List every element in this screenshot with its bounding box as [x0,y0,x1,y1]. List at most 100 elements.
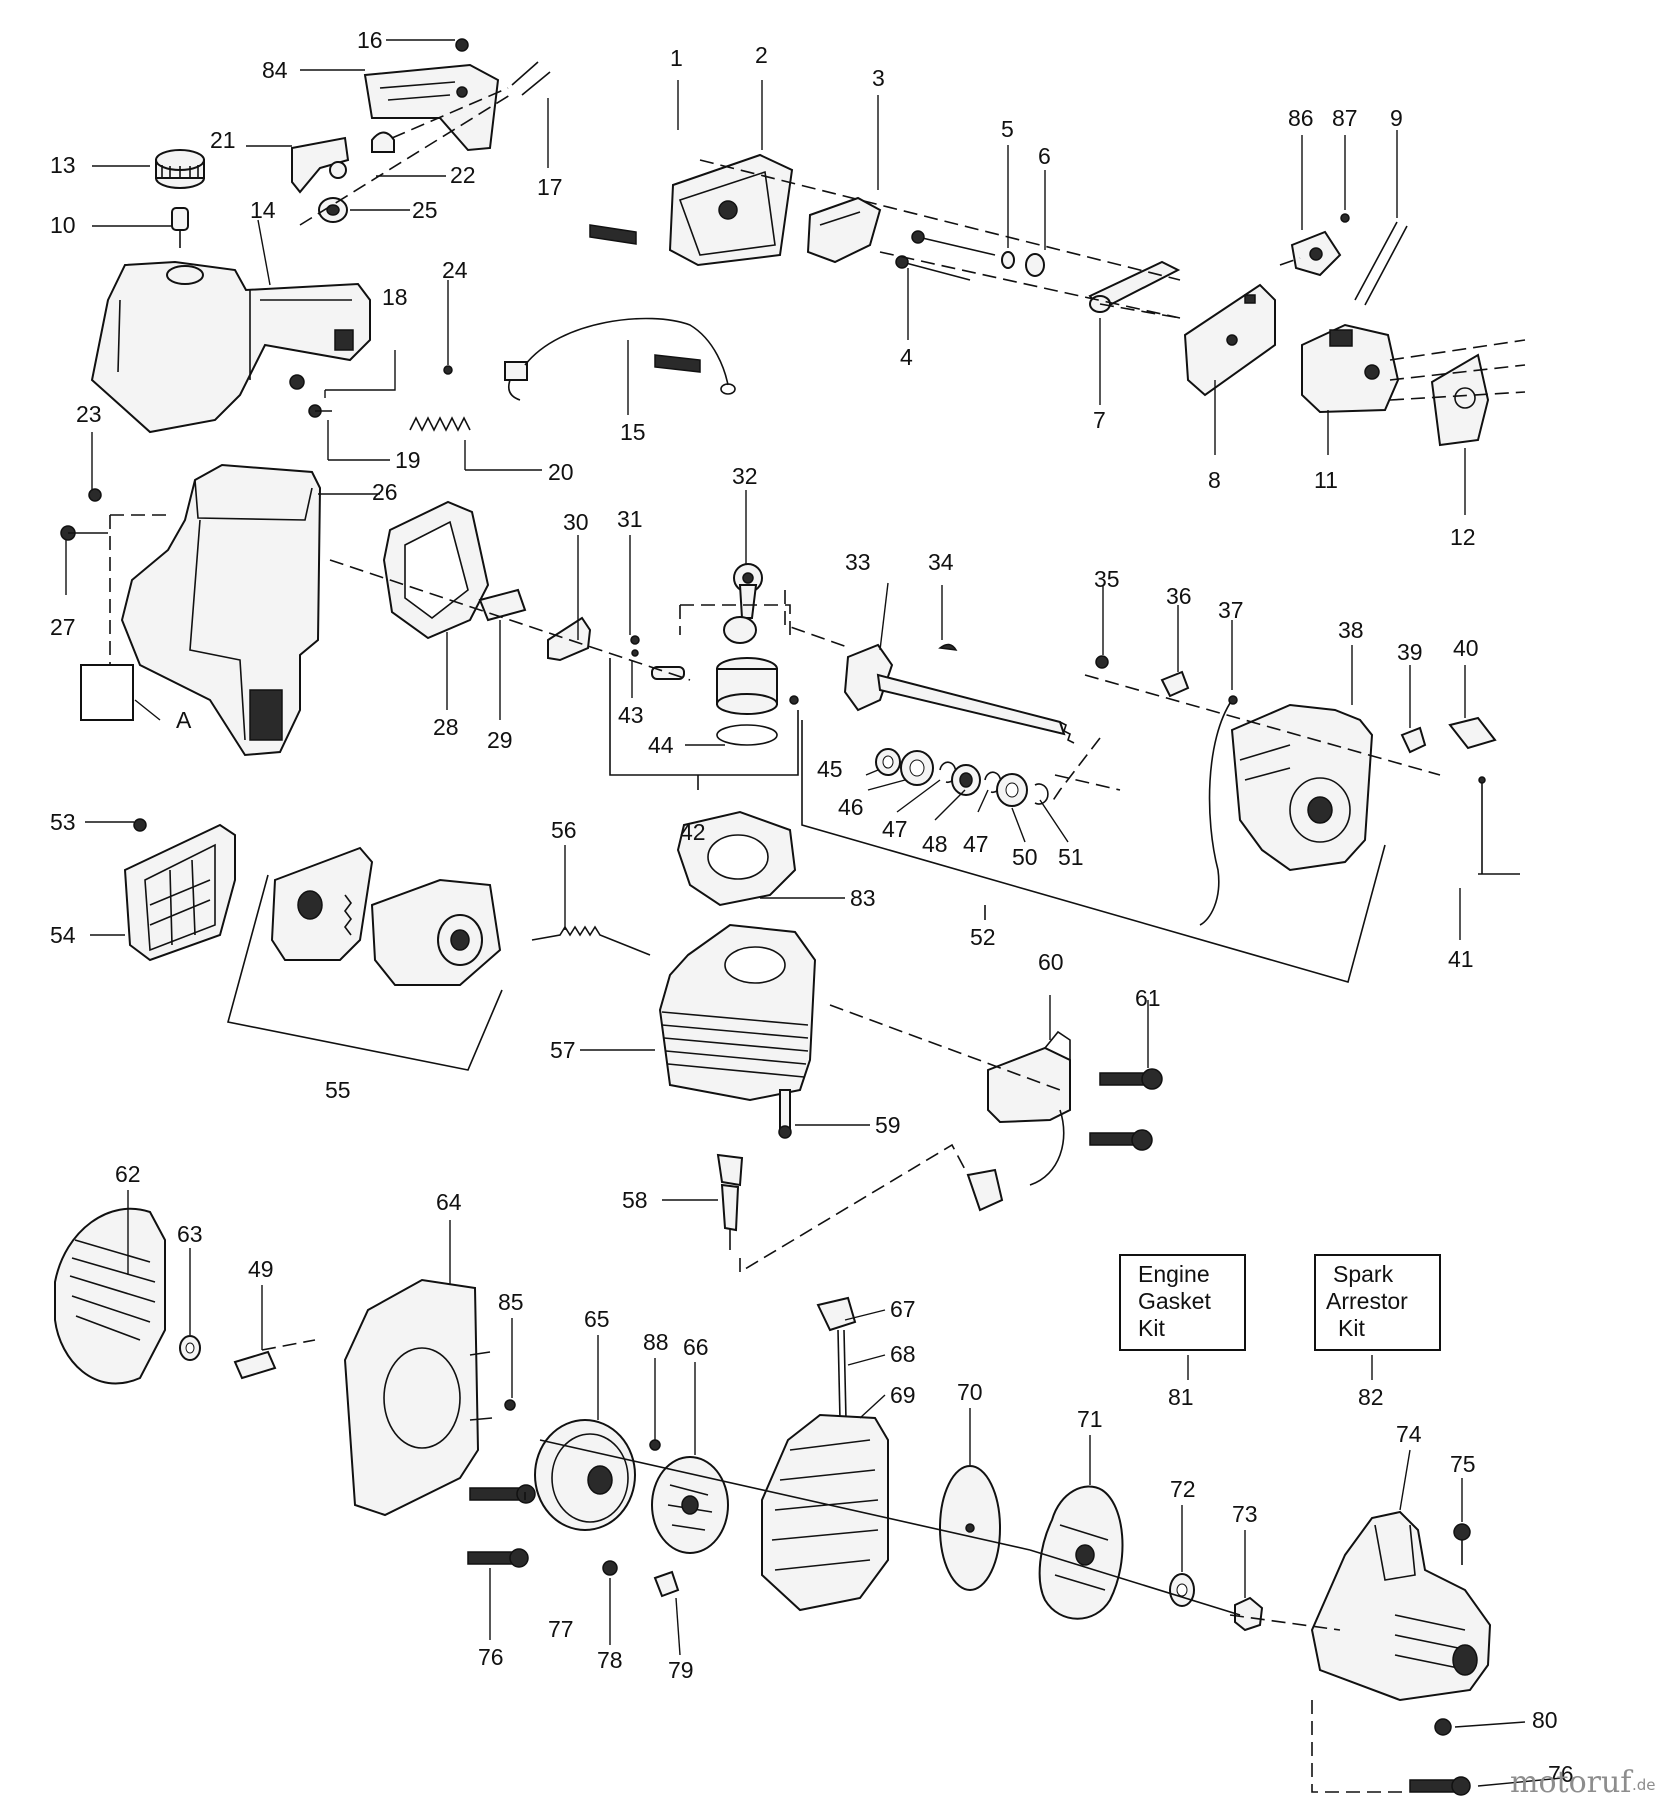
part-85-screw [504,1399,516,1411]
label-23: 23 [76,401,102,427]
label-81: 81 [1168,1384,1194,1410]
label-54: 54 [50,922,76,948]
label-57: 57 [550,1037,576,1063]
label-49: 49 [248,1256,274,1282]
label-39: 39 [1397,639,1423,665]
label-36: 36 [1166,583,1192,609]
spark-arrestor-kit-box: Spark Arrestor Kit [1314,1254,1441,1351]
part-4-screw [895,230,996,281]
part-29-plate [478,588,527,622]
part-56-spring [531,925,651,956]
part-12-gasket [1430,353,1490,447]
label-18: 18 [382,284,408,310]
label-53: 53 [50,809,76,835]
callout-box-a [80,664,134,721]
part-39-valve [1400,726,1427,754]
label-28: 28 [433,714,459,740]
label-74: 74 [1396,1421,1422,1447]
part-65-starter-pulley [534,1419,636,1531]
part-66-recoil-spring [651,1456,729,1554]
label-69: 69 [890,1382,916,1408]
label-34: 34 [928,549,954,575]
label-71: 71 [1077,1406,1103,1432]
part-68-rope [837,1329,847,1421]
part-38-crankcase [1230,703,1374,872]
label-9: 9 [1390,105,1403,131]
label-45: 45 [817,756,843,782]
label-26: 26 [372,479,398,505]
label-19: 19 [395,447,421,473]
part-80-nut [1434,1718,1452,1736]
part-63-washer [179,1335,201,1361]
part-48-bearing [951,764,981,796]
part-73-nut [1234,1596,1264,1632]
part-22-spring [371,131,395,153]
part-6-washer [1025,253,1045,277]
label-68: 68 [890,1341,916,1367]
spark-arrestor-kit-line3: Kit [1338,1315,1365,1341]
part-3-air-filter [806,196,882,264]
part-8-gasket [1183,283,1276,397]
label-60: 60 [1038,949,1064,975]
label-37: 37 [1218,597,1244,623]
label-22: 22 [450,162,476,188]
part-35-screw [1095,655,1109,669]
part-34-key [938,643,958,651]
part-25-grommet [318,197,348,223]
label-70: 70 [957,1379,983,1405]
assembly-lines [109,87,1526,1793]
bracket-55 [227,874,503,1071]
part-26-engine-housing [120,463,322,757]
label-17: 17 [537,174,563,200]
part-57-cylinder [658,923,817,1102]
part-27-screw [60,525,108,541]
bracket-52 [801,720,1386,983]
part-15-throttle-cable [443,317,736,401]
label-10: 10 [50,212,76,238]
part-16-screw [455,38,469,52]
label-13: 13 [50,152,76,178]
label-88: 88 [643,1329,669,1355]
label-29: 29 [487,727,513,753]
label-27: 27 [50,614,76,640]
part-84-handle-cover [363,63,500,152]
part-72-washer [1169,1573,1195,1607]
watermark-brand: motoruf [1510,1765,1633,1800]
part-17-pins [511,61,551,96]
label-41: 41 [1448,946,1474,972]
part-30-bracket [547,616,592,662]
label-65: 65 [584,1306,610,1332]
part-31-bearing [630,635,640,657]
part-13-fuel-cap [155,149,205,189]
part-49-pin [233,1350,277,1380]
part-23-screw [88,488,102,502]
part-33-crankshaft [843,643,1075,744]
part-50-seal [996,773,1028,807]
label-7: 7 [1093,407,1106,433]
engine-gasket-kit-line1: Engine [1138,1261,1210,1287]
label-67: 67 [890,1296,916,1322]
part-77-bolt [469,1484,536,1504]
label-83: 83 [850,885,876,911]
label-33: 33 [845,549,871,575]
part-71-clutch [1038,1485,1124,1620]
label-4: 4 [900,344,913,370]
label-55: 55 [325,1077,351,1103]
label-38: 38 [1338,617,1364,643]
part-46-bearing [900,750,934,786]
label-87: 87 [1332,105,1358,131]
label-2: 2 [755,42,768,68]
label-32: 32 [732,463,758,489]
label-11: 11 [1314,467,1338,493]
part-14-fuel-tank [90,260,371,434]
label-72: 72 [1170,1476,1196,1502]
watermark: motoruf .de [1510,1765,1656,1800]
label-31: 31 [617,506,643,532]
part-11-carburetor [1301,323,1400,414]
label-6: 6 [1038,143,1051,169]
label-20: 20 [548,459,574,485]
label-47b: 47 [963,831,989,857]
part-21-trigger [291,136,350,194]
label-15: 15 [620,419,646,445]
